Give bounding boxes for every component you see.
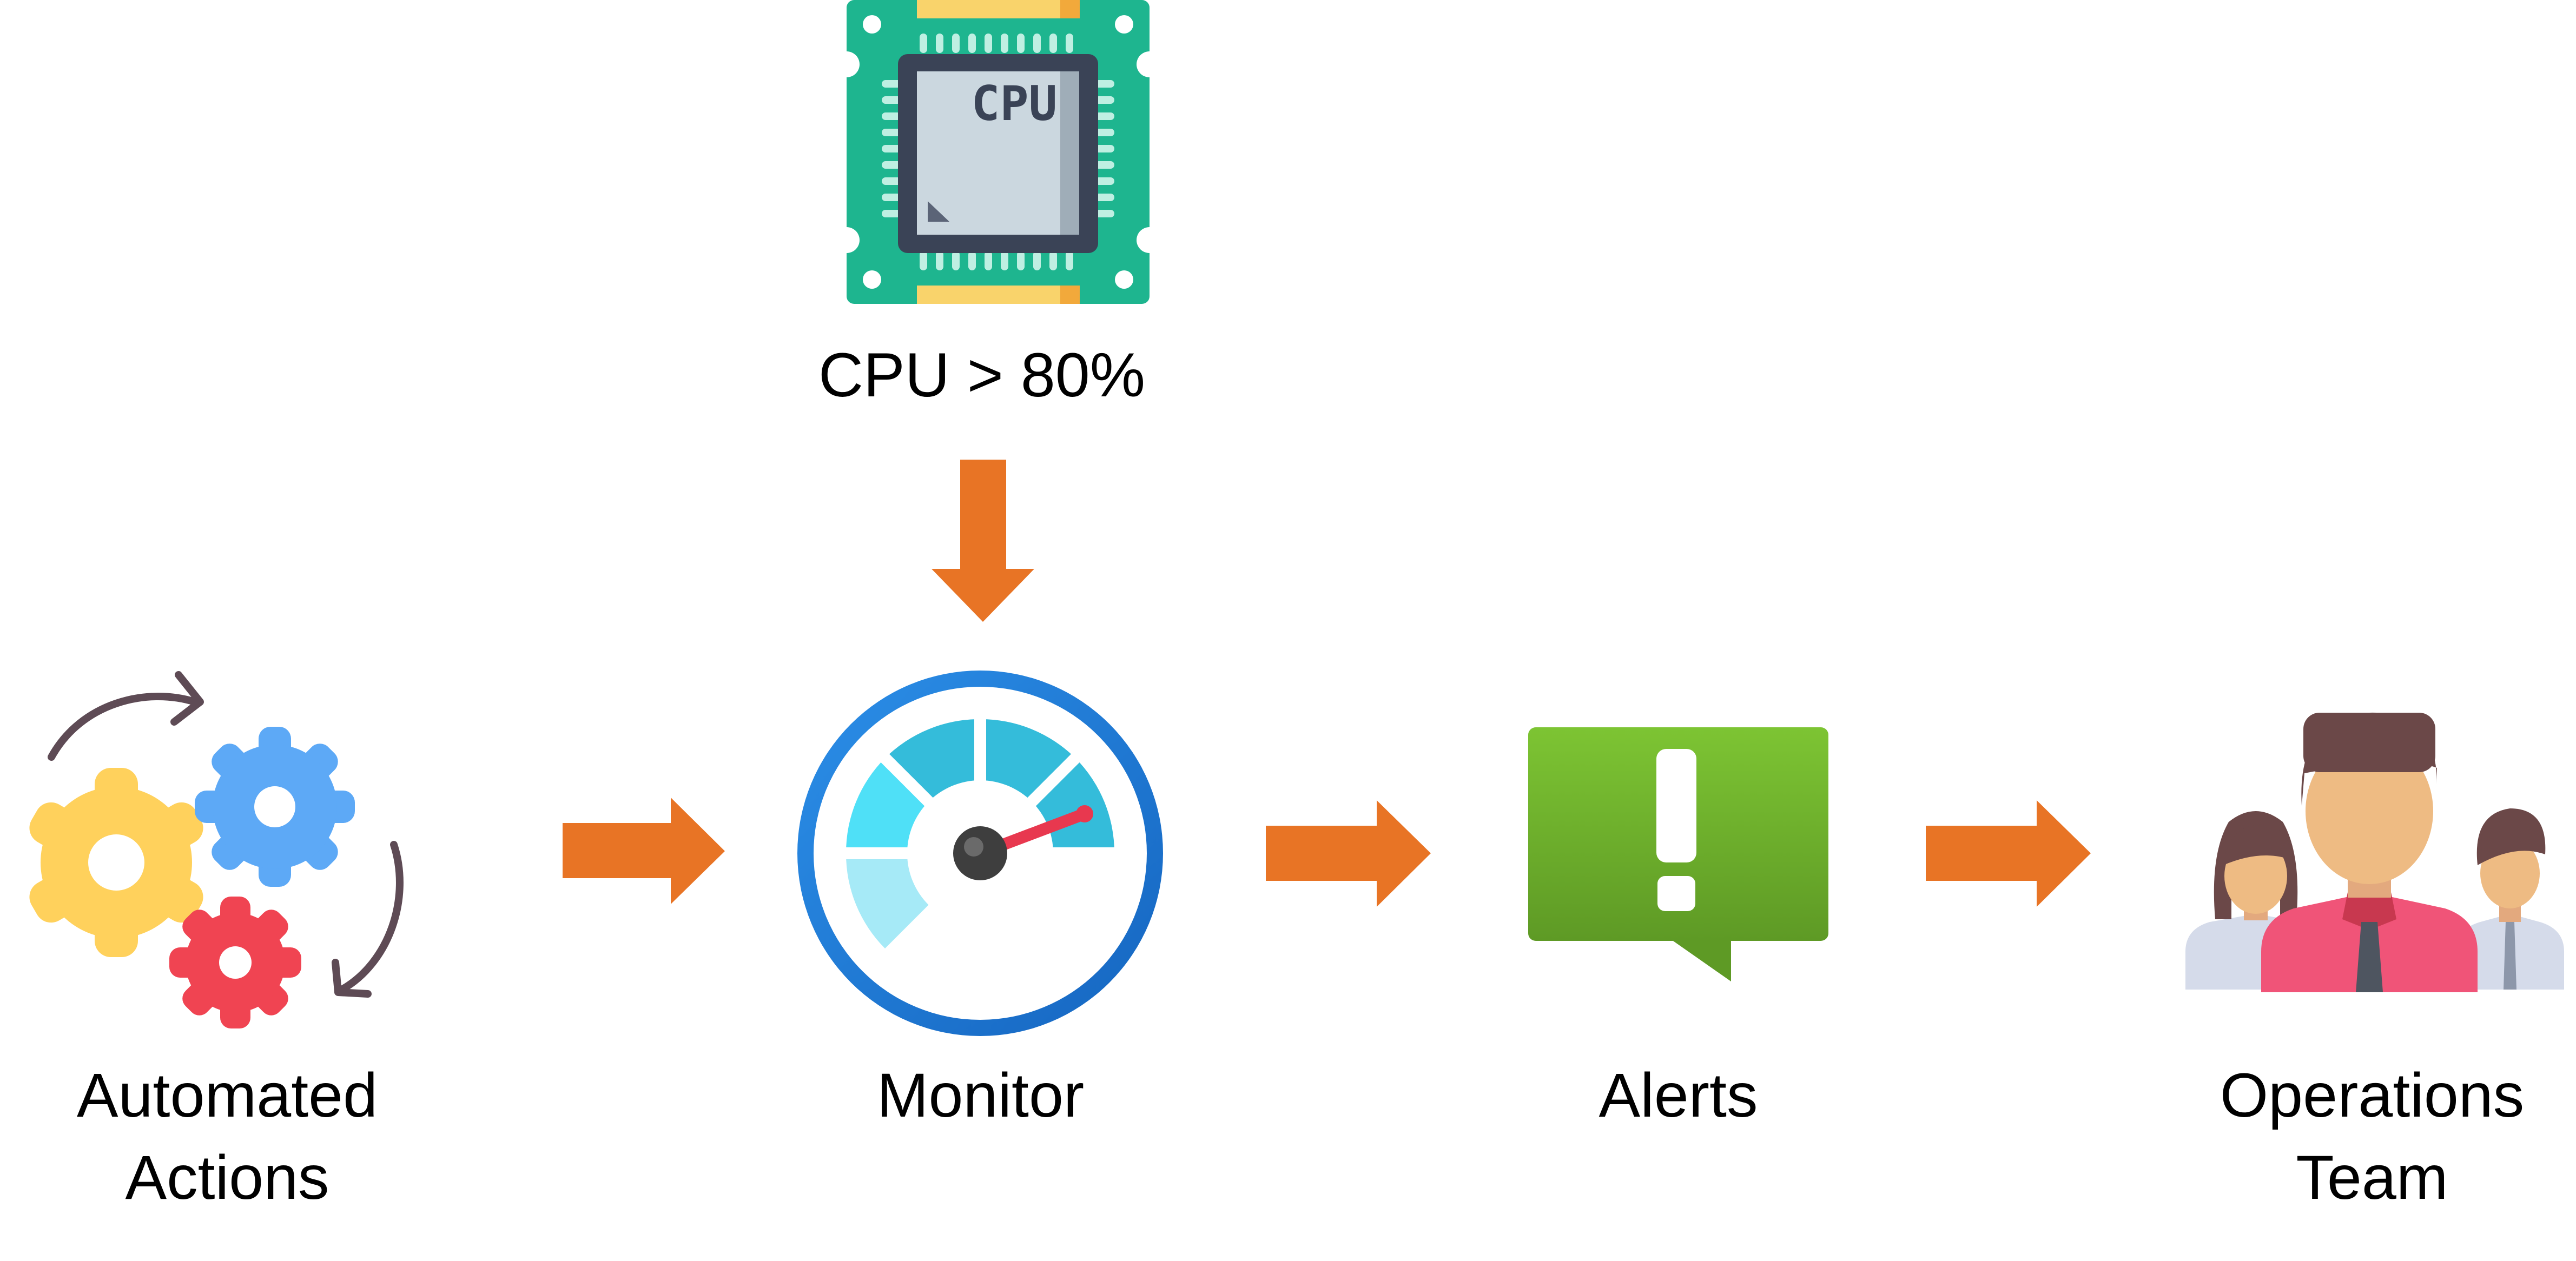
node-label-line: Actions	[125, 1143, 329, 1212]
node-label-operations-team: Operations Team	[2175, 1054, 2570, 1219]
arrow-actions-to-monitor	[563, 798, 725, 904]
alert-icon	[1528, 727, 1828, 981]
arrow-monitor-to-alerts	[1266, 800, 1431, 907]
node-label-monitor: Monitor	[784, 1054, 1177, 1137]
gauge-icon	[797, 671, 1163, 1036]
team-icon	[2185, 712, 2564, 992]
node-label-automated-actions: Automated Actions	[32, 1054, 422, 1219]
cpu-chip-icon: CPU	[847, 0, 1150, 304]
arrow-alerts-to-team	[1926, 800, 2091, 907]
node-label-alerts: Alerts	[1482, 1054, 1874, 1137]
node-label-line: Alerts	[1599, 1061, 1758, 1130]
trigger-label-text: CPU > 80%	[818, 341, 1146, 410]
node-label-line: Monitor	[876, 1061, 1085, 1130]
trigger-label: CPU > 80%	[795, 334, 1168, 416]
node-label-line: Automated	[76, 1061, 378, 1130]
node-label-line: Operations	[2220, 1061, 2525, 1130]
cpu-chip-text: CPU	[972, 76, 1058, 131]
node-label-line: Team	[2296, 1143, 2448, 1212]
arrow-cpu-to-monitor	[932, 460, 1034, 622]
gears-icon	[29, 671, 404, 1028]
